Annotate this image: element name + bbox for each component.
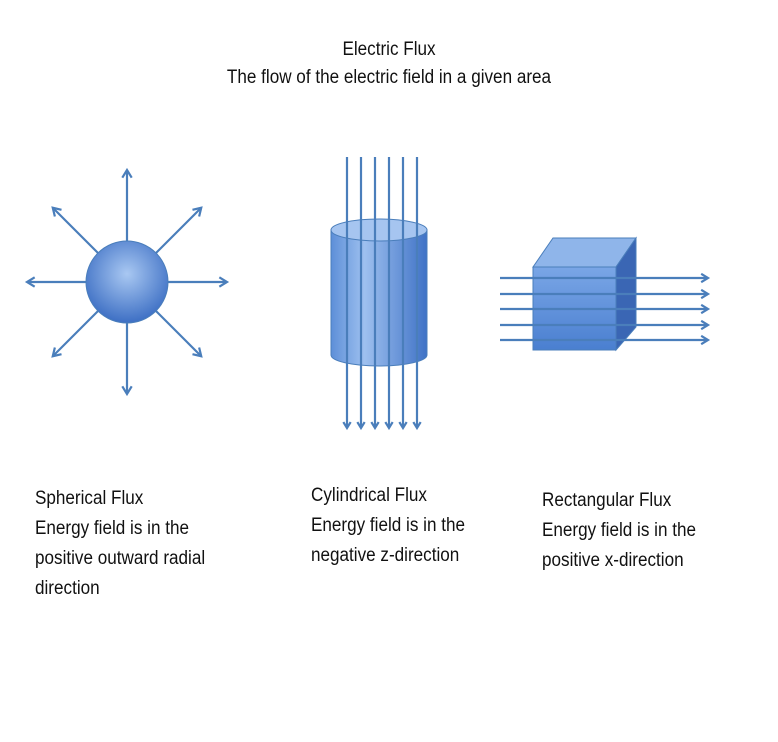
cylindrical-caption: Cylindrical Flux Energy field is in the … <box>311 481 465 571</box>
cylindrical-caption-line: Energy field is in the <box>311 515 465 536</box>
cylindrical-caption-title: Cylindrical Flux <box>311 485 427 506</box>
downward-arrow <box>370 157 380 431</box>
rightward-arrow <box>500 334 711 346</box>
rectangular-caption-line: Energy field is in the <box>542 520 696 541</box>
downward-arrow <box>412 157 422 431</box>
spherical-caption: Spherical Flux Energy field is in the po… <box>35 484 205 604</box>
radial-arrow <box>51 310 99 358</box>
cylindrical-flux-figure <box>330 157 428 431</box>
spherical-caption-line: direction <box>35 578 100 599</box>
spherical-flux-figure <box>24 167 230 397</box>
diagram-subtitle: The flow of the electric field in a give… <box>226 67 552 88</box>
rectangular-flux-figure <box>500 236 711 352</box>
cylinder-body <box>330 229 428 367</box>
radial-arrow <box>168 276 230 288</box>
spherical-caption-line: Energy field is in the <box>35 518 189 539</box>
radial-arrow <box>24 276 86 288</box>
sphere <box>85 240 169 324</box>
radial-arrow <box>51 206 99 254</box>
rectangular-caption-title: Rectangular Flux <box>542 490 672 511</box>
diagram-title: Electric Flux <box>342 39 436 60</box>
rightward-arrow <box>500 288 711 300</box>
downward-arrow <box>398 157 408 431</box>
radial-arrow <box>121 167 133 241</box>
downward-arrow <box>384 157 394 431</box>
rectangular-caption: Rectangular Flux Energy field is in the … <box>542 486 696 576</box>
radial-arrow <box>155 206 203 254</box>
rightward-arrow <box>500 303 711 315</box>
title-block: Electric Flux The flow of the electric f… <box>39 36 739 92</box>
cylinder-top <box>330 218 428 242</box>
radial-arrow <box>121 323 133 397</box>
spherical-caption-title: Spherical Flux <box>35 488 144 509</box>
rightward-arrow <box>500 319 711 331</box>
radial-arrow <box>155 310 203 358</box>
spherical-caption-line: positive outward radial <box>35 548 206 569</box>
downward-arrow <box>342 157 352 431</box>
cylindrical-caption-line: negative z-direction <box>311 545 460 566</box>
rightward-arrow <box>500 272 711 284</box>
rectangular-caption-line: positive x-direction <box>542 550 684 571</box>
downward-arrow <box>356 157 366 431</box>
